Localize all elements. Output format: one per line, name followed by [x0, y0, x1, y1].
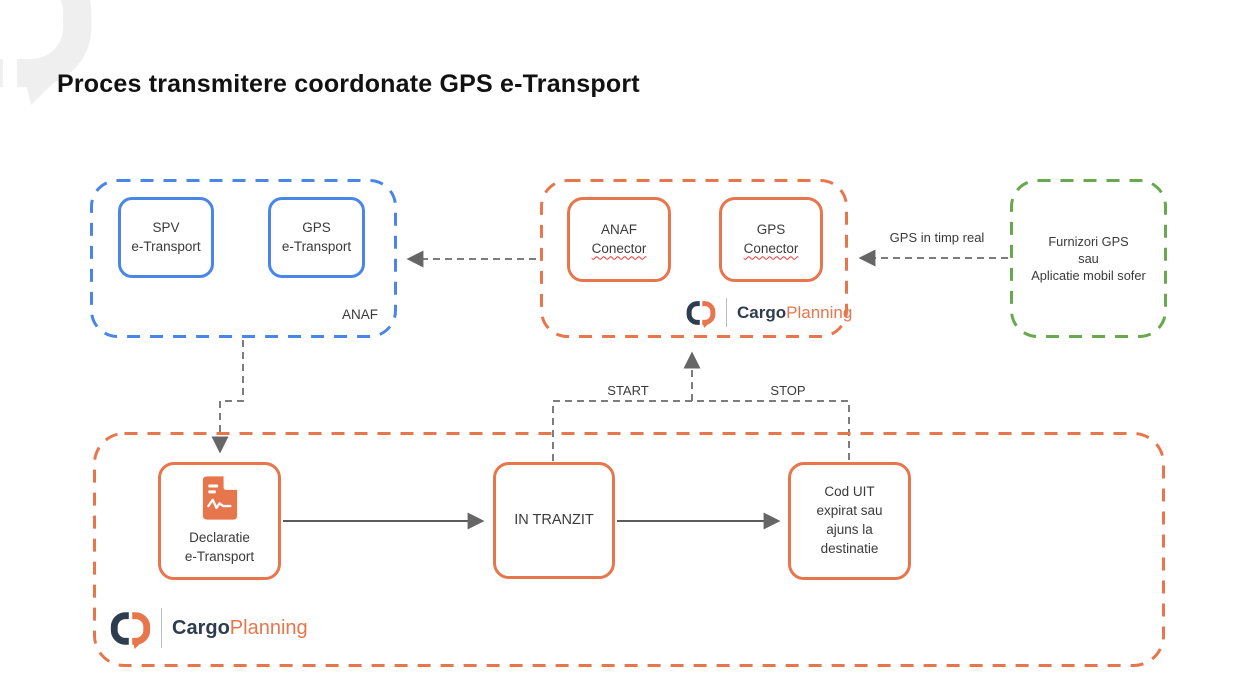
group-connector-border [540, 179, 848, 338]
node-declaratie-line2: e-Transport [184, 549, 255, 564]
cargoplanning-logo-icon [110, 611, 151, 649]
node-declaratie-etransport: Declaratie e-Transport [158, 462, 281, 580]
node-spv-line2: e-Transport [131, 238, 201, 254]
edge-label-gps-realtime: GPS in timp real [889, 230, 985, 245]
node-anaf-conector-line2: Conector [591, 240, 647, 256]
page-title: Proces transmitere coordonate GPS e-Tran… [57, 70, 640, 98]
node-gps-line1: GPS [302, 219, 331, 235]
node-anaf-conector: ANAF Conector [567, 197, 671, 282]
node-anaf-conector-line1: ANAF [600, 221, 637, 237]
node-cod-uit-line3: ajuns la [826, 522, 873, 537]
logo-wordmark: CargoPlanning [172, 616, 308, 639]
edge-label-start: START [607, 383, 649, 398]
group-anaf-label: ANAF [341, 307, 378, 322]
group-gps-providers: Furnizori GPS sau Aplicatie mobil sofer [1010, 179, 1167, 338]
node-cod-uit-line2: expirat sau [816, 503, 883, 519]
document-waveform-icon [202, 476, 237, 520]
cargoplanning-logo-icon [686, 300, 716, 328]
node-cod-uit-line4: destinatie [820, 540, 879, 556]
logo-divider [726, 298, 727, 327]
node-gps-etransport: GPS e-Transport [268, 197, 365, 278]
node-cod-uit: Cod UIT expirat sau ajuns la destinatie [788, 462, 911, 580]
edge-label-stop: STOP [770, 383, 806, 398]
node-gps-conector-line1: GPS [756, 221, 786, 237]
node-in-tranzit-label: IN TRANZIT [514, 512, 594, 529]
group-transport-flow: Declaratie e-Transport IN TRANZIT Cod UI… [93, 432, 1165, 667]
gps-providers-line2: sau [1078, 250, 1099, 266]
group-anaf: SPV e-Transport GPS e-Transport ANAF [90, 179, 397, 338]
group-transport-flow-border [93, 432, 1165, 667]
gps-providers-text: Furnizori GPS sau Aplicatie mobil sofer [1010, 179, 1167, 338]
group-anaf-border [90, 179, 397, 338]
node-cod-uit-line1: Cod UIT [824, 484, 875, 500]
node-gps-conector: GPS Conector [719, 197, 823, 282]
logo-wordmark: CargoPlanning [737, 302, 853, 322]
gps-providers-line3: Aplicatie mobil sofer [1031, 268, 1146, 283]
gps-providers-line1: Furnizori GPS [1048, 233, 1129, 249]
node-spv-line1: SPV [152, 219, 180, 235]
logo-divider [161, 608, 162, 648]
group-gps-providers-border [1010, 179, 1167, 338]
cargoplanning-watermark-icon [0, 0, 92, 105]
node-declaratie-line1: Declaratie [189, 530, 250, 546]
node-gps-conector-line2: Conector [743, 240, 799, 256]
cargoplanning-logo-bottom: CargoPlanning [110, 606, 308, 650]
node-spv-etransport: SPV e-Transport [118, 197, 214, 278]
group-cargoplanning-connector: ANAF Conector GPS Conector CargoPlanning [540, 179, 852, 338]
node-in-tranzit: IN TRANZIT [493, 462, 615, 579]
node-gps-line2: e-Transport [281, 238, 352, 254]
cargoplanning-logo: CargoPlanning [686, 296, 852, 329]
